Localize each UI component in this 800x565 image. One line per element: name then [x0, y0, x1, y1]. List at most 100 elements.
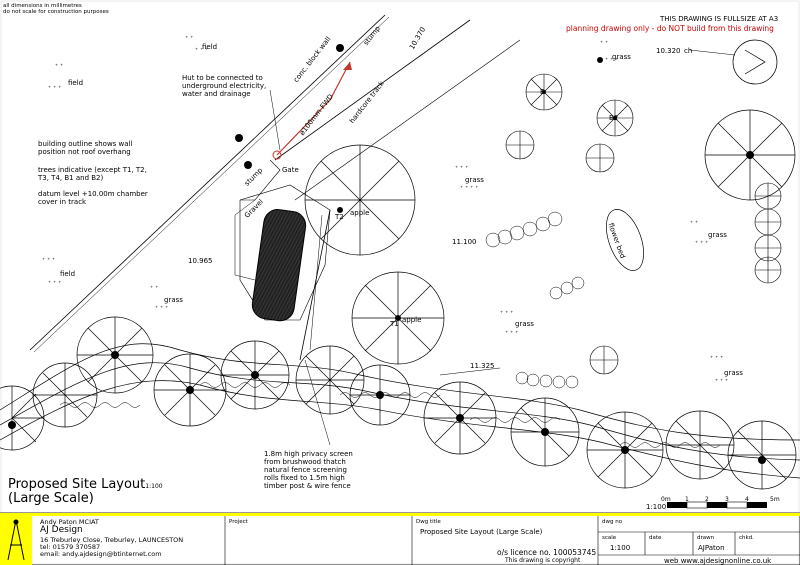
planning-note: planning drawing only - do NOT build fro… — [566, 24, 774, 33]
tb-copyright: This drawing is copyright — [505, 557, 581, 564]
pipe-line — [276, 61, 351, 156]
svg-text:⁺ ⁺ ⁺: ⁺ ⁺ ⁺ — [505, 330, 518, 337]
tb-project-label: Project — [229, 519, 248, 525]
hut-note-1: Hut to be connected to — [182, 74, 263, 82]
svg-text:⁺ ⁺: ⁺ ⁺ — [150, 285, 158, 292]
datum-note-2: cover in track — [38, 198, 87, 206]
tb-drawn-value: AJPaton — [698, 544, 725, 552]
screen-note-5: timber post & wire fence — [264, 482, 351, 490]
tb-web: web www.ajdesignonline.co.uk — [664, 557, 772, 565]
hut-note-2: underground electricity, — [182, 82, 267, 90]
shrub-row — [485, 211, 585, 389]
label-grass-3: grass — [708, 231, 727, 239]
drawing-title: Proposed Site Layout1:100 — [8, 478, 163, 494]
tree-trunks — [8, 44, 766, 464]
label-gate: Gate — [282, 166, 299, 174]
tb-name: Andy Paton MCIAT — [40, 518, 99, 526]
yellow-strip — [0, 513, 800, 516]
track-edge — [274, 19, 471, 161]
tb-tel: tel: 01579 370587 — [40, 543, 101, 551]
dims-note-2: do not scale for construction purposes — [3, 9, 109, 15]
scalebar-tick-5: 5m — [770, 496, 780, 503]
fullsize-note: THIS DRAWING IS FULLSIZE AT A3 — [660, 15, 779, 23]
svg-text:⁺ ⁺ ⁺: ⁺ ⁺ ⁺ — [715, 378, 728, 385]
dims-note-1: all dimensions in millimetres — [3, 3, 82, 9]
label-grass-5: grass — [724, 369, 743, 377]
label-grass-4: grass — [515, 320, 534, 328]
tb-address: 16 Treburley Close, Treburley, LAUNCESTO… — [40, 536, 184, 544]
outline-note-1: building outline shows wall — [38, 140, 133, 148]
svg-text:⁺ ⁺ ⁺: ⁺ ⁺ ⁺ — [42, 257, 55, 264]
datum-note-1: datum level +10.00m chamber — [38, 190, 148, 198]
label-ch: ch — [684, 47, 693, 55]
trees-note-2: T3, T4, B1 and B2) — [38, 174, 104, 182]
svg-text:⁺ ⁺ ⁺: ⁺ ⁺ ⁺ — [48, 85, 61, 92]
screen-note-3: natural fence screening — [264, 466, 347, 474]
svg-text:⁺ ⁺ ⁺: ⁺ ⁺ ⁺ — [48, 280, 61, 287]
tb-company: AJ Design — [40, 525, 83, 535]
tb-dwg-title-label: Dwg title — [416, 519, 441, 525]
grass-marks: ⁺ ⁺⁺ ⁺ ⁺ ⁺ ⁺⁺ ⁺ ⁺ ⁺ ⁺ ⁺⁺ ⁺ ⁺ ⁺ ⁺⁺ ⁺ ⁺ ⁺ … — [42, 35, 728, 385]
wall-line — [29, 14, 386, 351]
flower-bed — [606, 209, 644, 271]
label-t1: T1 — [390, 320, 399, 328]
svg-text:⁺ ⁺: ⁺ ⁺ — [55, 63, 63, 70]
level-10320: 10.320 — [656, 47, 681, 55]
level-11325: 11.325 — [470, 362, 495, 370]
svg-text:⁺ ⁺ ⁺ ⁺: ⁺ ⁺ ⁺ ⁺ — [460, 185, 478, 192]
svg-text:⁺ ⁺ ⁺: ⁺ ⁺ ⁺ — [155, 305, 168, 312]
scale-bar — [667, 501, 767, 509]
level-10965: 10.965 — [188, 257, 213, 265]
svg-text:⁺ ⁺ ⁺: ⁺ ⁺ ⁺ — [605, 57, 618, 64]
tb-email: email: andy.ajdesign@btinternet.com — [40, 550, 162, 558]
label-grass-6: grass — [612, 53, 631, 61]
screen-note-4: rolls fixed to 1.5m high — [264, 474, 345, 482]
svg-text:⁺ ⁺ ⁺: ⁺ ⁺ ⁺ — [500, 310, 513, 317]
svg-text:⁺ ⁺ ⁺: ⁺ ⁺ ⁺ — [695, 240, 708, 247]
label-field-1: field — [202, 43, 218, 51]
hedge-band — [0, 343, 800, 441]
tb-scale-value: 1:100 — [610, 544, 631, 552]
svg-text:⁺ ⁺: ⁺ ⁺ — [185, 35, 193, 42]
tb-licence: o/s licence no. 100053745 — [497, 548, 597, 557]
scalebar-tick-3: 3 — [725, 496, 729, 503]
label-grass-2: grass — [465, 176, 484, 184]
tb-drawn-label: drawn — [697, 535, 715, 541]
scalebar-ratio: 1:100 — [646, 503, 667, 511]
scalebar-tick-0: 0m — [661, 496, 671, 503]
hut-note-3: water and drainage — [182, 90, 251, 98]
label-grass-1: grass — [164, 296, 183, 304]
label-field-3: field — [60, 270, 76, 278]
svg-text:⁺ ⁺ ⁺: ⁺ ⁺ ⁺ — [195, 47, 208, 54]
tb-dwg-no-label: dwg no — [602, 519, 623, 525]
tb-scale-label: scale — [602, 535, 617, 541]
label-field-2: field — [68, 79, 84, 87]
trees-note-1: trees indicative (except T1, T2, — [38, 166, 147, 174]
drawing-title-2: (Large Scale) — [8, 491, 94, 506]
outline-note-2: position not roof overhang — [38, 148, 131, 156]
label-b2: B2 — [609, 114, 619, 122]
label-t2: T2 — [335, 213, 344, 221]
hut — [251, 209, 307, 322]
tb-date-label: date — [649, 535, 662, 541]
tb-dwg-title: Proposed Site Layout (Large Scale) — [420, 528, 543, 536]
screen-note-1: 1.8m high privacy screen — [264, 450, 353, 458]
scalebar-tick-1: 1 — [685, 496, 689, 503]
gravel-area — [239, 184, 331, 321]
svg-text:⁺ ⁺ ⁺: ⁺ ⁺ ⁺ — [455, 165, 468, 172]
screen-note-2: from brushwood thatch — [264, 458, 346, 466]
compass-logo — [7, 519, 25, 561]
svg-text:⁺ ⁺ ⁺: ⁺ ⁺ ⁺ — [710, 355, 723, 362]
trees-small — [505, 73, 782, 375]
svg-text:⁺ ⁺: ⁺ ⁺ — [600, 40, 608, 47]
scalebar-tick-4: 4 — [745, 496, 749, 503]
chamber-cover — [689, 39, 778, 85]
label-b1: B — [540, 88, 545, 96]
svg-text:⁺ ⁺: ⁺ ⁺ — [690, 220, 698, 227]
label-apple-1: apple — [350, 209, 370, 217]
drawing-title-scale: 1:100 — [145, 483, 163, 490]
label-apple-2: apple — [402, 316, 422, 324]
scalebar-tick-2: 2 — [705, 496, 709, 503]
